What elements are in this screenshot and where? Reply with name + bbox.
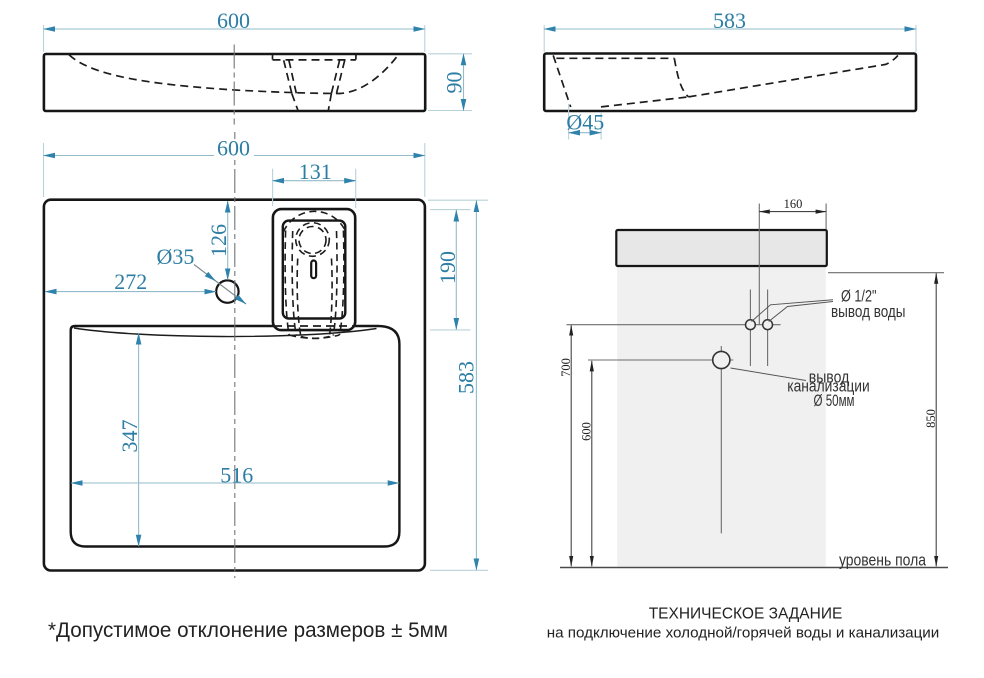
svg-text:90: 90 bbox=[442, 72, 467, 94]
svg-text:160: 160 bbox=[784, 197, 803, 211]
svg-text:190: 190 bbox=[435, 251, 460, 284]
svg-text:516: 516 bbox=[220, 462, 253, 487]
svg-text:600: 600 bbox=[217, 135, 250, 160]
svg-text:347: 347 bbox=[117, 420, 142, 453]
svg-text:на подключение холодной/горяче: на подключение холодной/горячей воды и к… bbox=[547, 625, 940, 642]
svg-text:131: 131 bbox=[299, 159, 332, 184]
svg-text:Ø 50мм: Ø 50мм bbox=[814, 392, 855, 410]
svg-text:уровень пола: уровень пола bbox=[839, 551, 927, 569]
svg-text:канализации: канализации bbox=[787, 378, 870, 396]
svg-text:600: 600 bbox=[580, 422, 594, 441]
svg-text:272: 272 bbox=[114, 269, 147, 294]
svg-text:Ø35: Ø35 bbox=[157, 244, 195, 269]
svg-text:583: 583 bbox=[713, 8, 746, 33]
svg-text:126: 126 bbox=[206, 224, 231, 257]
svg-text:700: 700 bbox=[559, 358, 573, 377]
svg-text:ТЕХНИЧЕСКОЕ ЗАДАНИЕ: ТЕХНИЧЕСКОЕ ЗАДАНИЕ bbox=[649, 606, 843, 623]
svg-text:850: 850 bbox=[924, 409, 938, 428]
svg-text:583: 583 bbox=[454, 361, 479, 394]
svg-text:Ø45: Ø45 bbox=[566, 110, 604, 135]
svg-text:вывод воды: вывод воды bbox=[831, 303, 906, 321]
svg-text:*Допустимое отклонение размеро: *Допустимое отклонение размеров ± 5мм bbox=[48, 619, 448, 642]
svg-text:вывод: вывод bbox=[809, 368, 850, 386]
svg-text:Ø 1/2": Ø 1/2" bbox=[841, 288, 877, 306]
svg-text:600: 600 bbox=[217, 8, 250, 33]
